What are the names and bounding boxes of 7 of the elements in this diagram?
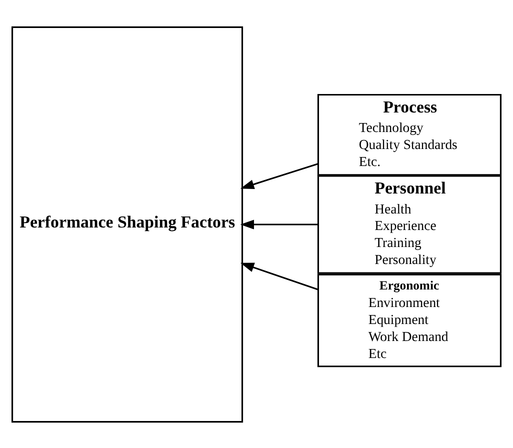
node-box: Personnel Health Experience Training Personality (317, 174, 502, 274)
arrow (240, 219, 318, 229)
node-box: Ergonomic Environment Equipment Work Demand Etc (317, 273, 502, 367)
node-box: Process Technology Quality Standards Etc. (317, 93, 502, 176)
arrow (240, 162, 318, 189)
arrow (240, 262, 318, 290)
node-box: Performance Shaping Factors (11, 26, 244, 422)
